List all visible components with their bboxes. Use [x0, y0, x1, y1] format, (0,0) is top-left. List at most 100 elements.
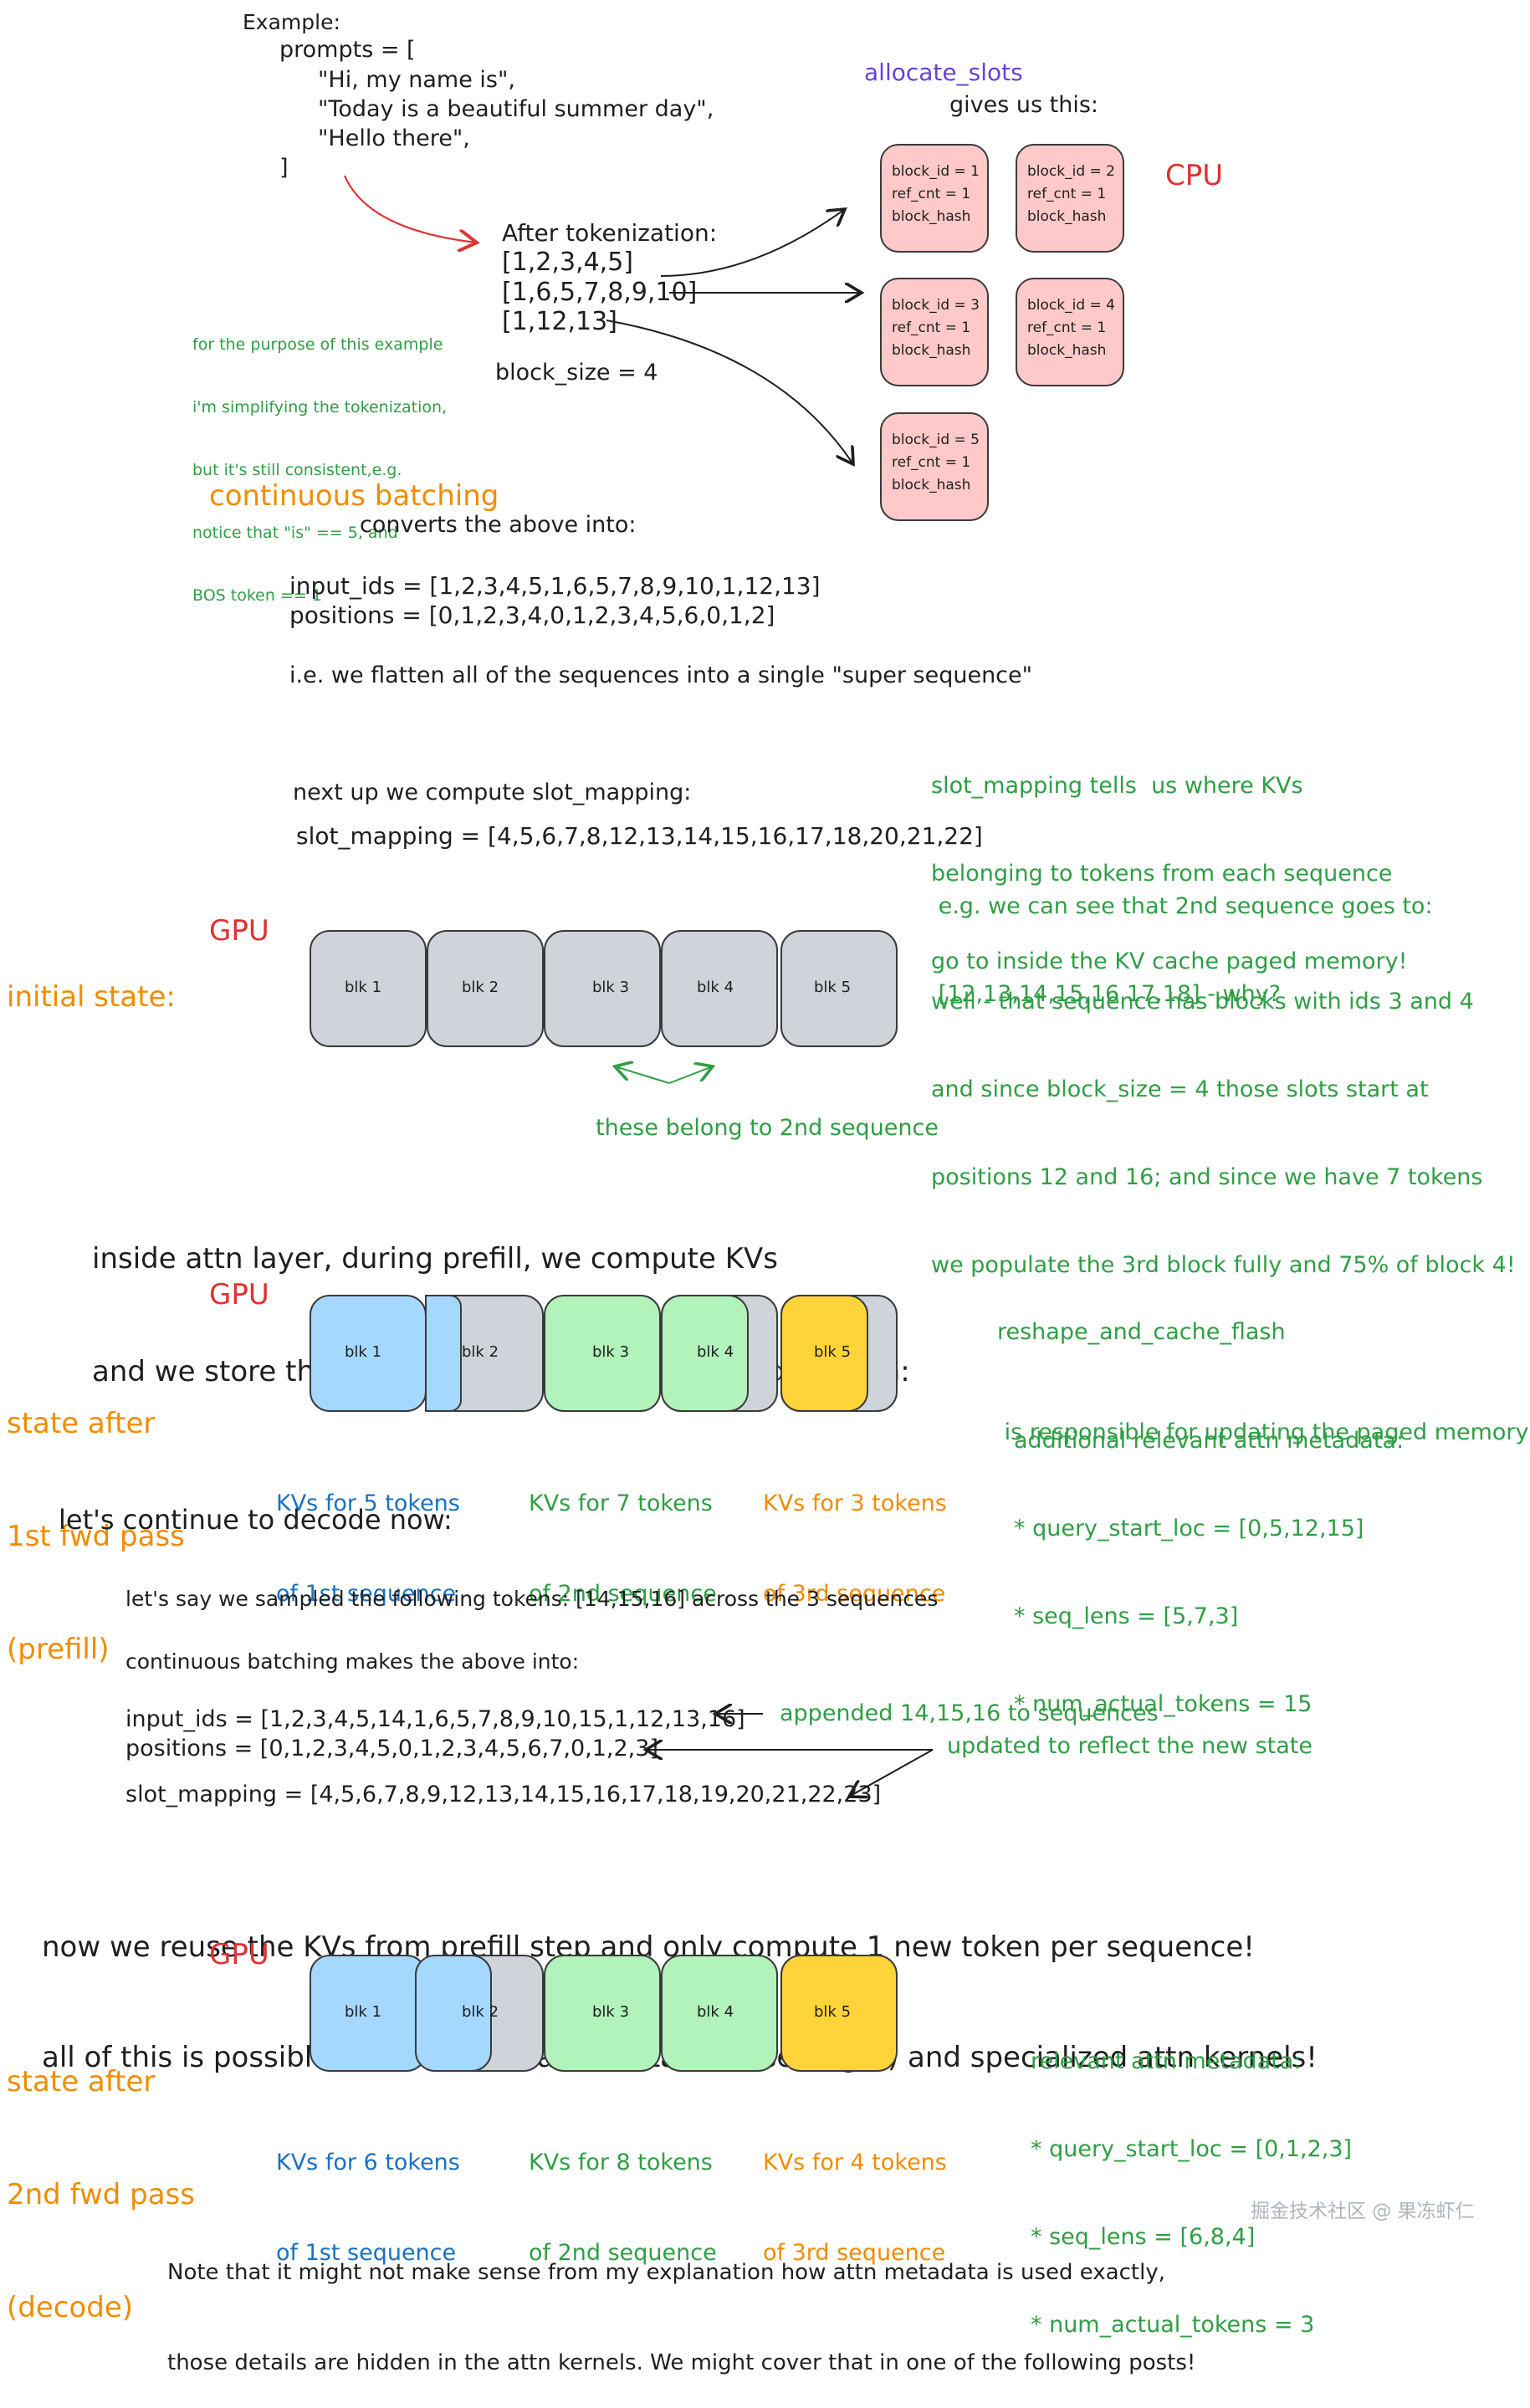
note-line: additional relevant attn metadata: [1014, 1428, 1405, 1454]
kv-seq2-block [544, 1955, 661, 2072]
gpu-block-5 [780, 930, 898, 1047]
token-seq-2: [1,6,5,7,8,9,10] [502, 278, 698, 307]
note-line: reshape_and_cache_flash [997, 1319, 1286, 1345]
state1-label: state after 1st fwd pass (prefill) [7, 1330, 185, 1706]
gpu-block-1 [310, 930, 427, 1047]
kv-seq1-overflow [425, 1295, 462, 1412]
block-label: blk 5 [814, 979, 852, 996]
kv-seq2-block [544, 1295, 661, 1412]
kv-caption-1-seq1: KVs for 5 tokens of 1st sequence [276, 1429, 460, 1639]
kv-seq1-overflow [415, 1955, 492, 2072]
final-note: Note that it might not make sense from m… [167, 2197, 1195, 2408]
kv-seq3-block [780, 1955, 898, 2072]
initial-state-label: initial state: [7, 980, 176, 1014]
kv-seq2-partial [661, 1295, 749, 1412]
note-line: we populate the 3rd block fully and 75% … [931, 1252, 1516, 1278]
block-label: blk 2 [462, 1343, 499, 1361]
block-label: blk 3 [592, 2003, 630, 2021]
note-line: i'm simplifying the tokenization, [192, 398, 448, 417]
note-line: notice that "is" == 5, and [192, 524, 398, 542]
prompts-close: ] [279, 155, 289, 181]
ref-cnt: ref_cnt = 1 [892, 186, 971, 203]
arrow-updated-2 [849, 1749, 934, 1797]
kv-seq1-block [310, 1955, 427, 2072]
prompt-3: "Hello there", [318, 125, 470, 151]
red-arrow [343, 175, 477, 243]
positions-2: positions = [0,1,2,3,4,5,0,1,2,3,4,5,6,7… [125, 1736, 658, 1761]
text-line: 2nd fwd pass [7, 2178, 195, 2211]
reshape-note: reshape_and_cache_flash is responsible f… [997, 1249, 1530, 1483]
ref-cnt: ref_cnt = 1 [1027, 186, 1107, 203]
cpu-label: CPU [1165, 159, 1224, 192]
text-line: KVs for 8 tokens [529, 2150, 713, 2175]
text-line: of 2nd sequence [529, 1581, 717, 1607]
token-seq-3: [1,12,13] [502, 307, 617, 336]
gpu-label-prefill: GPU [209, 1278, 269, 1311]
appended-note: appended 14,15,16 to sequences [780, 1700, 1159, 1726]
note-line: but it's still consistent,e.g. [192, 461, 402, 479]
kv-caption-1-seq3: KVs for 3 tokens of 3rd sequence [763, 1429, 947, 1639]
ref-cnt: ref_cnt = 1 [892, 454, 971, 472]
block-label: blk 2 [462, 2003, 499, 2021]
text-line: (prefill) [7, 1633, 110, 1666]
text-line: those details are hidden in the attn ker… [167, 2350, 1196, 2375]
text-line: state after [7, 1407, 156, 1440]
next-up-text: next up we compute slot_mapping: [293, 780, 692, 805]
block-label: blk 5 [814, 1343, 852, 1361]
block-hash: block_hash [892, 477, 971, 494]
arrow-seq3 [606, 320, 853, 464]
text-line: Note that it might not make sense from m… [167, 2260, 1165, 2285]
input-ids-2: input_ids = [1,2,3,4,5,14,1,6,5,7,8,9,10… [125, 1706, 745, 1732]
kv-seq1-block [310, 1295, 427, 1412]
text-line: KVs for 4 tokens [763, 2150, 947, 2175]
note-line: relevant attn metadata: [1031, 2048, 1302, 2074]
gpu-row-initial: blk 1 blk 2 blk 3 blk 4 blk 5 [310, 930, 898, 1047]
text-line: KVs for 6 tokens [276, 2150, 460, 2175]
block-id: block_id = 2 [1027, 163, 1115, 180]
block-label: blk 3 [592, 1343, 630, 1361]
block-hash: block_hash [1027, 342, 1107, 360]
note-line: * query_start_loc = [0,1,2,3] [1031, 2136, 1353, 2162]
kv-seq3-partial [780, 1295, 868, 1412]
green-arrow-right [668, 1066, 713, 1084]
decode-title: let's continue to decode now: [59, 1504, 453, 1536]
allocate-title: allocate_slots [864, 59, 1023, 86]
slot-mapping-note: slot_mapping tells us where KVs belongin… [931, 713, 1407, 1005]
note-line: go to inside the KV cache paged memory! [931, 948, 1408, 974]
note-line: positions 12 and 16; and since we have 7… [931, 1164, 1483, 1190]
block-label: blk 5 [814, 2003, 852, 2021]
sampled-text: let's say we sampled the following token… [125, 1587, 939, 1611]
updated-note: updated to reflect the new state [947, 1733, 1313, 1759]
text-line: KVs for 3 tokens [763, 1490, 947, 1516]
note-line: [12,13,14,15,16,17,18] - why? [931, 981, 1282, 1007]
block-id: block_id = 5 [892, 432, 980, 448]
tokenization-title: After tokenization: [502, 219, 718, 247]
block-id: block_id = 1 [892, 163, 980, 180]
why-note: well - that sequence has blocks with ids… [931, 928, 1516, 1309]
block-label: blk 2 [462, 979, 499, 996]
cb-title: continuous batching [209, 479, 499, 513]
ref-cnt: ref_cnt = 1 [1027, 320, 1107, 337]
slot-mapping-1: slot_mapping = [4,5,6,7,8,12,13,14,15,16… [296, 822, 983, 850]
note-line: belonging to tokens from each sequence [931, 861, 1393, 887]
cpu-block-2: block_id = 2 ref_cnt = 1 block_hash [1016, 144, 1124, 253]
kv-seq2-block-2 [661, 1955, 778, 2072]
gpu-label-decode: GPU [209, 1938, 269, 1971]
note-line: * query_start_loc = [0,5,12,15] [1014, 1516, 1364, 1541]
prompts-open: prompts = [ [279, 37, 416, 63]
note-line: for the purpose of this example [192, 335, 443, 354]
block-label: blk 1 [345, 979, 382, 996]
note-line: slot_mapping tells us where KVs [931, 773, 1303, 799]
block-label: blk 3 [592, 979, 630, 996]
green-arrow-left [615, 1066, 670, 1084]
text-line: 1st fwd pass [7, 1520, 185, 1553]
arrows-layer [343, 175, 934, 2258]
note-line: * seq_lens = [6,8,4] [1031, 2224, 1256, 2250]
note-line: is responsible for updating the paged me… [997, 1419, 1530, 1445]
input-ids-1: input_ids = [1,2,3,4,5,1,6,5,7,8,9,10,1,… [289, 572, 821, 600]
prompt-2: "Today is a beautiful summer day", [318, 96, 714, 122]
block-hash: block_hash [892, 342, 971, 360]
block-label: blk 4 [697, 1343, 734, 1361]
example-note: e.g. we can see that 2nd sequence goes t… [931, 833, 1433, 1038]
example-heading: Example: [243, 10, 340, 34]
